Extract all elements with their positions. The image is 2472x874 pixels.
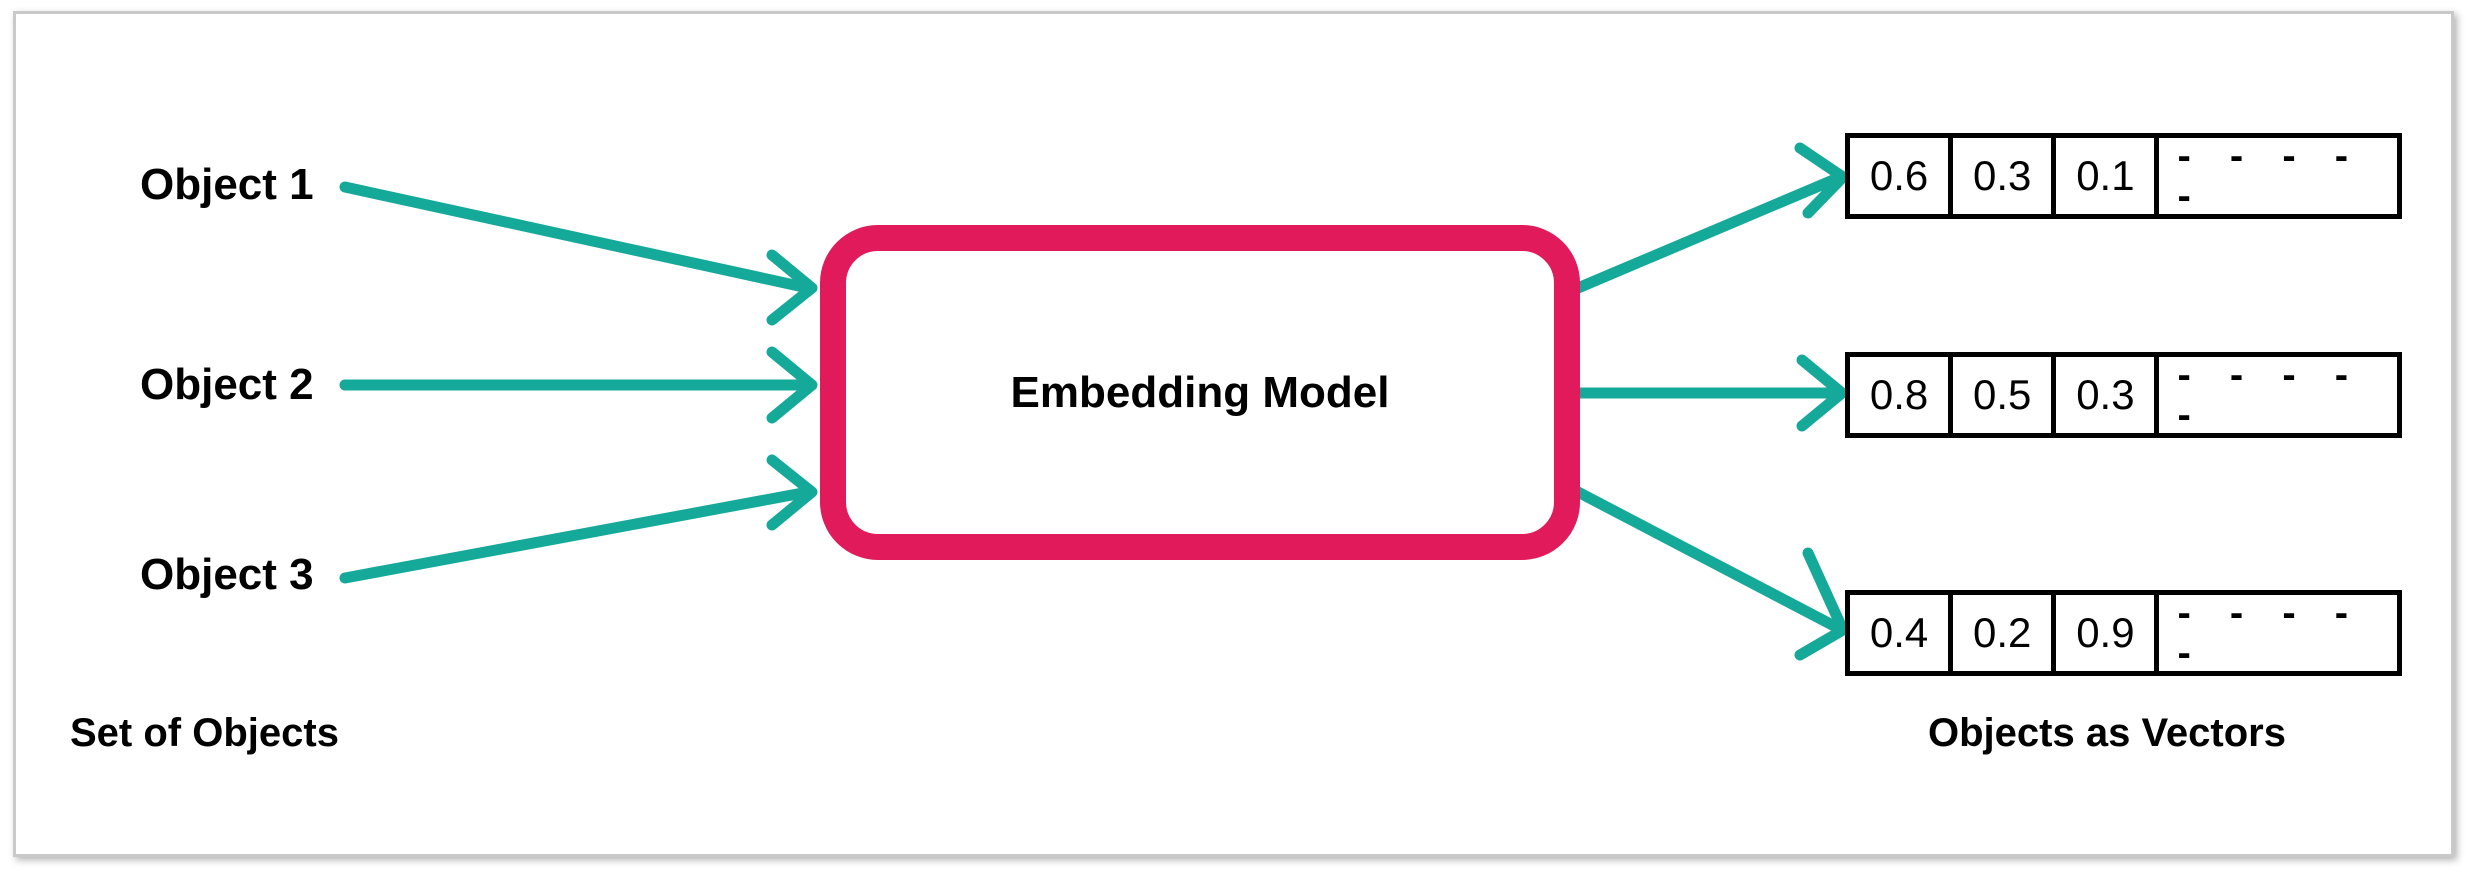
vector-cell: 0.8 xyxy=(1850,357,1954,433)
vector-continuation-cell: - - - - - xyxy=(2177,134,2363,218)
vector-row: 0.4 0.2 0.9 - - - - - xyxy=(1845,590,2402,676)
vector-cell: 0.9 xyxy=(2056,595,2160,671)
vector-row: 0.6 0.3 0.1 - - - - - xyxy=(1845,133,2402,219)
object-label-2: Object 2 xyxy=(140,360,314,409)
caption-set-of-objects: Set of Objects xyxy=(70,711,339,755)
vector-cell: 0.6 xyxy=(1850,138,1954,214)
vector-continuation-cell: - - - - - xyxy=(2177,353,2363,437)
vector-cell: 0.2 xyxy=(1953,595,2057,671)
vector-row: 0.8 0.5 0.3 - - - - - xyxy=(1845,352,2402,438)
caption-objects-as-vectors: Objects as Vectors xyxy=(1928,711,2286,755)
object-label-3: Object 3 xyxy=(140,550,314,599)
vector-cell: 0.3 xyxy=(1953,138,2057,214)
embedding-model-label: Embedding Model xyxy=(1010,367,1390,417)
vector-cell: 0.4 xyxy=(1850,595,1954,671)
vector-cell: 0.5 xyxy=(1953,357,2057,433)
vector-cell: 0.1 xyxy=(2056,138,2160,214)
vector-continuation-cell: - - - - - xyxy=(2177,591,2363,675)
object-label-1: Object 1 xyxy=(140,160,314,209)
vector-cell: 0.3 xyxy=(2056,357,2160,433)
embedding-model-box: Embedding Model xyxy=(820,225,1580,560)
